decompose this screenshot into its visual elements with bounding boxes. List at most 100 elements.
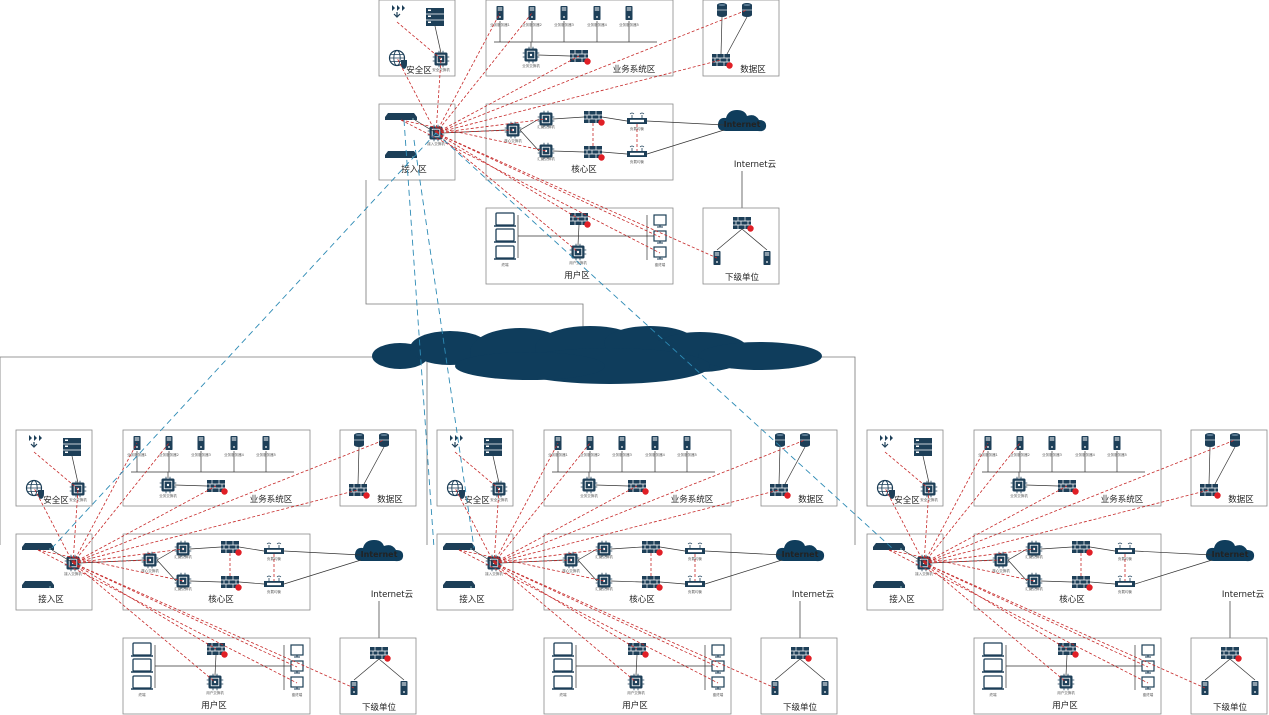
wan-router-icon — [22, 543, 54, 550]
pc-icon — [130, 675, 154, 690]
server-icon — [1113, 436, 1121, 450]
vpn-link — [435, 59, 722, 134]
database-icon — [1204, 432, 1216, 448]
connection-line — [716, 228, 743, 251]
device-caption: 业务服务器5 — [1107, 452, 1127, 457]
device-caption: 终端 — [502, 262, 510, 267]
device-caption: 业务服务器1 — [548, 452, 568, 457]
vpn-link — [72, 442, 170, 564]
connection-line — [659, 581, 686, 585]
vpn-link — [72, 439, 385, 564]
connection-line — [156, 559, 177, 582]
business-zone — [485, 0, 674, 77]
vpn-link — [923, 562, 1068, 650]
pc-icon — [981, 642, 1005, 657]
vpn-link — [493, 562, 719, 668]
vpn-link — [493, 442, 591, 564]
device-caption: 业务服务器1 — [978, 452, 998, 457]
server-icon — [230, 436, 238, 450]
device-caption: 业务服务器3 — [1042, 452, 1062, 457]
connection-line — [492, 455, 500, 484]
vpn-link — [493, 559, 572, 564]
pc-icon — [130, 642, 154, 657]
subordinate-zone-label: 下级单位 — [362, 702, 397, 713]
wan-router-icon — [22, 581, 54, 588]
vpn-link — [923, 562, 1206, 689]
device-caption: 业务服务器4 — [1075, 452, 1095, 457]
business-zone — [543, 429, 732, 507]
vpn-link — [72, 562, 217, 650]
device-caption: 业务服务器2 — [159, 452, 179, 457]
vpn-link — [72, 559, 151, 564]
access-zone-label: 接入区 — [401, 164, 427, 175]
vpn-link — [493, 548, 605, 564]
device-caption: 业务服务器1 — [490, 22, 510, 27]
device-caption: 接入交换机 — [915, 571, 933, 576]
connection-line — [646, 120, 725, 126]
device-caption: 安全交换机 — [69, 497, 87, 502]
device-caption: 汇聚交换机 — [1025, 554, 1043, 559]
connection-line — [363, 446, 385, 485]
connection-line — [552, 150, 585, 153]
vpn-link — [923, 562, 1149, 668]
vpn-link — [493, 562, 638, 650]
subordinate-server-icon — [1251, 681, 1259, 695]
connection-line — [1229, 658, 1256, 681]
server-icon — [1081, 436, 1089, 450]
internet-cloud-label: Internet云 — [734, 160, 777, 170]
connection-line — [189, 546, 222, 550]
pc-icon — [551, 675, 575, 690]
connection-line — [1065, 654, 1068, 676]
pc-icon — [551, 658, 575, 673]
connection-line — [519, 129, 540, 152]
server-icon — [625, 6, 633, 20]
connection-line — [472, 549, 495, 564]
security-zone-label: 安全区 — [464, 495, 490, 506]
vpn-link — [923, 489, 1210, 564]
vpn-link — [72, 485, 217, 564]
server-icon — [560, 6, 568, 20]
vpn-link — [435, 132, 718, 259]
device-caption: 负载均衡 — [688, 556, 702, 561]
business-switch-icon — [522, 46, 540, 64]
device-caption: 业务交换机 — [159, 493, 177, 498]
vpn-link — [72, 548, 184, 564]
device-caption: 汇聚交换机 — [595, 586, 613, 591]
device-caption: 用户交换机 — [1057, 690, 1075, 695]
server-rack-icon — [483, 437, 503, 457]
connection-line — [71, 455, 79, 484]
connection-line — [577, 548, 598, 561]
business-zone-label: 业务系统区 — [671, 494, 714, 505]
terminal-icon — [711, 644, 725, 658]
security-zone-label: 安全区 — [43, 495, 69, 506]
backbone-link — [403, 119, 435, 549]
wan-router-icon — [873, 581, 905, 588]
device-caption: 业务服务器4 — [587, 22, 607, 27]
vpn-link — [923, 485, 1068, 564]
device-caption: 业务服务器2 — [1010, 452, 1030, 457]
database-icon — [378, 432, 390, 448]
internet-cloud-text: Internet — [361, 550, 398, 559]
terminal-icon — [290, 644, 304, 658]
server-rack-icon — [913, 437, 933, 457]
internet-cloud-text: Internet — [782, 550, 819, 559]
device-caption: 负载均衡 — [630, 126, 644, 131]
server-icon — [1016, 436, 1024, 450]
connection-line — [283, 559, 362, 585]
business-zone-label: 业务系统区 — [1101, 494, 1144, 505]
connection-line — [704, 559, 783, 585]
data-zone-label: 数据区 — [798, 494, 824, 505]
device-caption: 负载均衡 — [688, 589, 702, 594]
vpn-link — [72, 562, 355, 689]
security-zone-label: 安全区 — [406, 65, 432, 76]
device-caption: 终端 — [560, 692, 568, 697]
vpn-link — [72, 562, 298, 668]
device-caption: 核心交换机 — [562, 568, 580, 573]
server-rack-icon — [425, 7, 445, 27]
device-caption: 瘦终端 — [713, 692, 724, 697]
server-icon — [593, 6, 601, 20]
